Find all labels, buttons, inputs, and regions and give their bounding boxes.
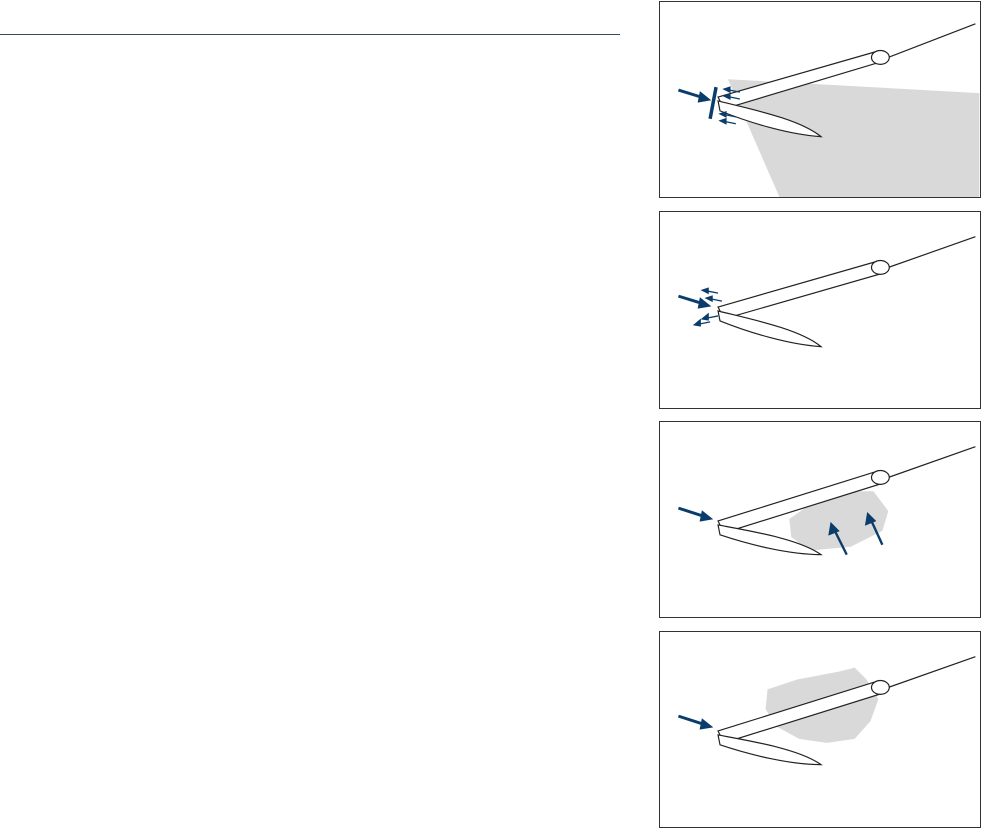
spear-line bbox=[888, 237, 975, 268]
deflector-plate bbox=[710, 87, 716, 119]
panel-1 bbox=[659, 1, 981, 198]
panel-4 bbox=[659, 631, 981, 828]
spear bbox=[718, 237, 975, 347]
spear-grip bbox=[871, 471, 889, 485]
spear-shaft bbox=[718, 261, 882, 318]
impact-arrow bbox=[678, 90, 710, 102]
header-rule bbox=[0, 34, 620, 35]
spear-diagram-4 bbox=[660, 632, 980, 827]
spear-grip bbox=[871, 261, 889, 275]
spear-grip bbox=[871, 51, 889, 65]
spear-line bbox=[888, 657, 975, 688]
spear-line bbox=[888, 24, 975, 58]
panel-2 bbox=[659, 211, 981, 409]
panel-3 bbox=[659, 421, 981, 618]
spear-grip bbox=[871, 681, 889, 695]
spear-diagram-1 bbox=[660, 2, 980, 197]
impact-arrow bbox=[678, 716, 712, 729]
impact-arrow bbox=[678, 508, 712, 521]
spear-diagram-2 bbox=[660, 212, 980, 408]
spear-blade bbox=[718, 311, 821, 347]
spear-diagram-3 bbox=[660, 422, 980, 617]
spear-line bbox=[888, 447, 975, 478]
